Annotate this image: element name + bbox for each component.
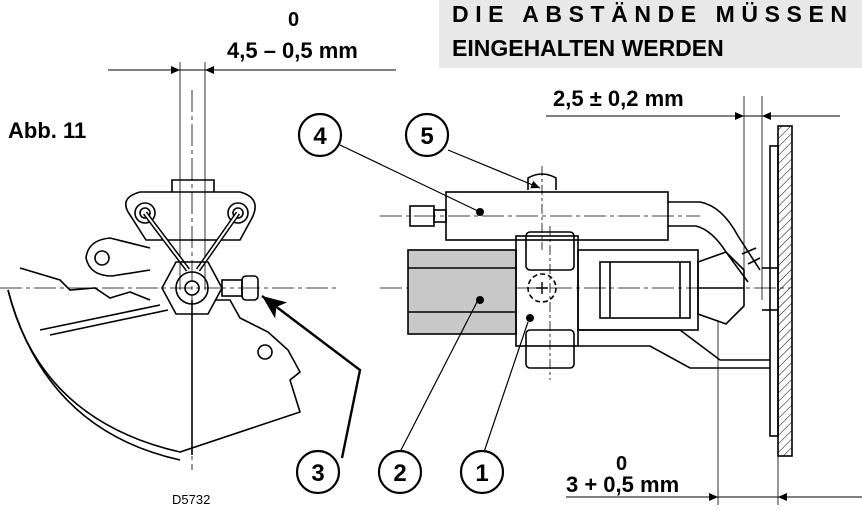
side-view: [380, 125, 793, 457]
leader-lines: [339, 144, 541, 453]
callout-5-label: 5: [420, 123, 433, 150]
dimension-top-left-value: 4,5 – 0,5 mm: [227, 38, 358, 63]
reference-dot-2: [476, 296, 484, 304]
banner-line-2: EINGEHALTEN WERDEN: [452, 35, 724, 61]
callout-1-label: 1: [475, 460, 488, 487]
callout-2-label: 2: [393, 460, 406, 487]
dimension-bottom-right-value: 3 + 0,5 mm: [566, 472, 679, 497]
callout-1: 1: [459, 449, 505, 495]
dimension-top-right: 2,5 ± 0,2 mm: [546, 86, 840, 300]
dimension-top-right-value: 2,5 ± 0,2 mm: [553, 86, 684, 111]
front-view: [0, 90, 340, 470]
dimension-bottom-right-tolerance: 0: [616, 453, 627, 475]
callout-4: 4: [297, 112, 343, 158]
callout-4-label: 4: [313, 123, 327, 150]
reference-dot-1: [526, 314, 534, 322]
reference-dot-4: [476, 208, 484, 216]
callout-5: 5: [404, 112, 450, 158]
dimension-top-left-tolerance: 0: [288, 9, 299, 31]
warning-banner: DIE ABSTÄNDE MÜSSEN EINGEHALTEN WERDEN: [439, 0, 862, 68]
arrow-callout-3: [261, 295, 362, 459]
callout-3: 3: [295, 449, 341, 495]
figure-label: Abb. 11: [8, 118, 86, 143]
callout-2: 2: [377, 449, 423, 495]
dimension-bottom-right: 0 3 + 0,5 mm: [566, 320, 862, 505]
banner-line-1: DIE ABSTÄNDE MÜSSEN: [452, 1, 847, 27]
callout-3-label: 3: [311, 460, 324, 487]
drawing-code: D5732: [172, 492, 210, 507]
dimension-top-left: 0 4,5 – 0,5 mm: [108, 9, 396, 290]
